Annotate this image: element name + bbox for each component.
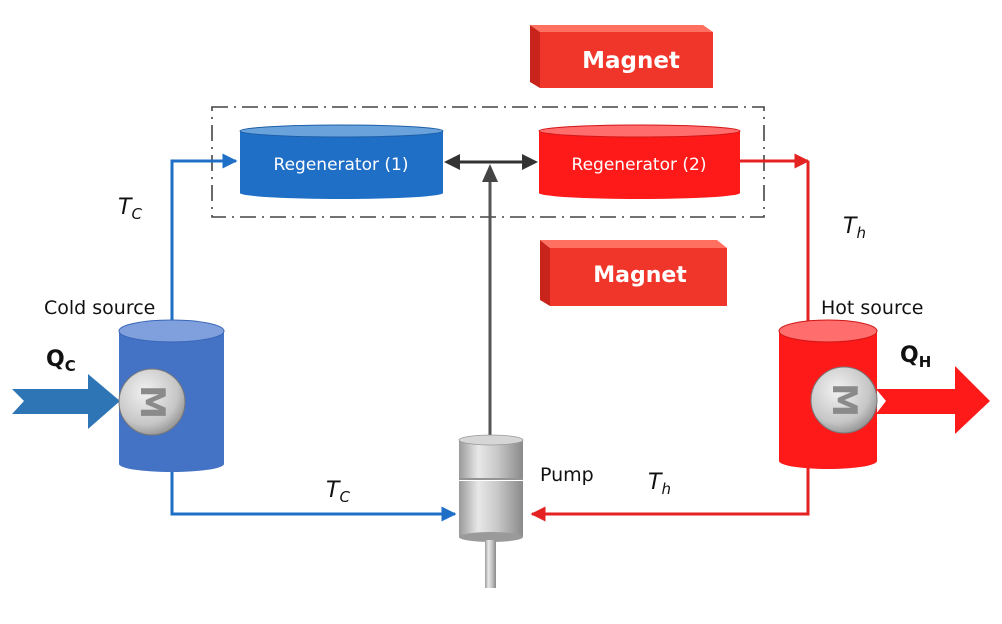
cold-source-label: Cold source [44, 297, 155, 319]
th-top-label: Th [843, 214, 866, 242]
magnet-bottom-label: Magnet [593, 263, 687, 288]
regenerator-2: Regenerator (2) [538, 124, 741, 199]
tc-top-label: TC [118, 195, 142, 223]
cold-pipe [170, 153, 457, 522]
hot-pipe [530, 153, 810, 522]
shuttle-double-arrow [444, 154, 538, 170]
qc-label: QC [46, 347, 76, 375]
magnet-top-label: Magnet [582, 48, 680, 74]
svg-text:M: M [132, 385, 172, 419]
tc-bottom-label: TC [326, 478, 350, 506]
hot-motor-icon: M [810, 366, 878, 434]
pump-label: Pump [540, 464, 594, 486]
magnet-top: Magnet [530, 25, 713, 88]
regenerator-1: Regenerator (1) [239, 124, 444, 199]
magnet-bottom: Magnet [540, 240, 727, 306]
heat-in-arrow [12, 374, 120, 429]
heat-out-arrow [876, 366, 990, 434]
svg-text:M: M [824, 383, 864, 417]
cold-motor-icon: M [118, 368, 186, 436]
qh-label: QH [900, 343, 931, 371]
regenerator-1-label: Regenerator (1) [274, 155, 409, 175]
hot-source-label: Hot source [821, 297, 924, 319]
pump: Pump [458, 434, 594, 588]
regenerator-2-label: Regenerator (2) [572, 155, 707, 175]
th-bottom-label: Th [648, 470, 671, 498]
pump-shaft-arrow [482, 164, 498, 440]
